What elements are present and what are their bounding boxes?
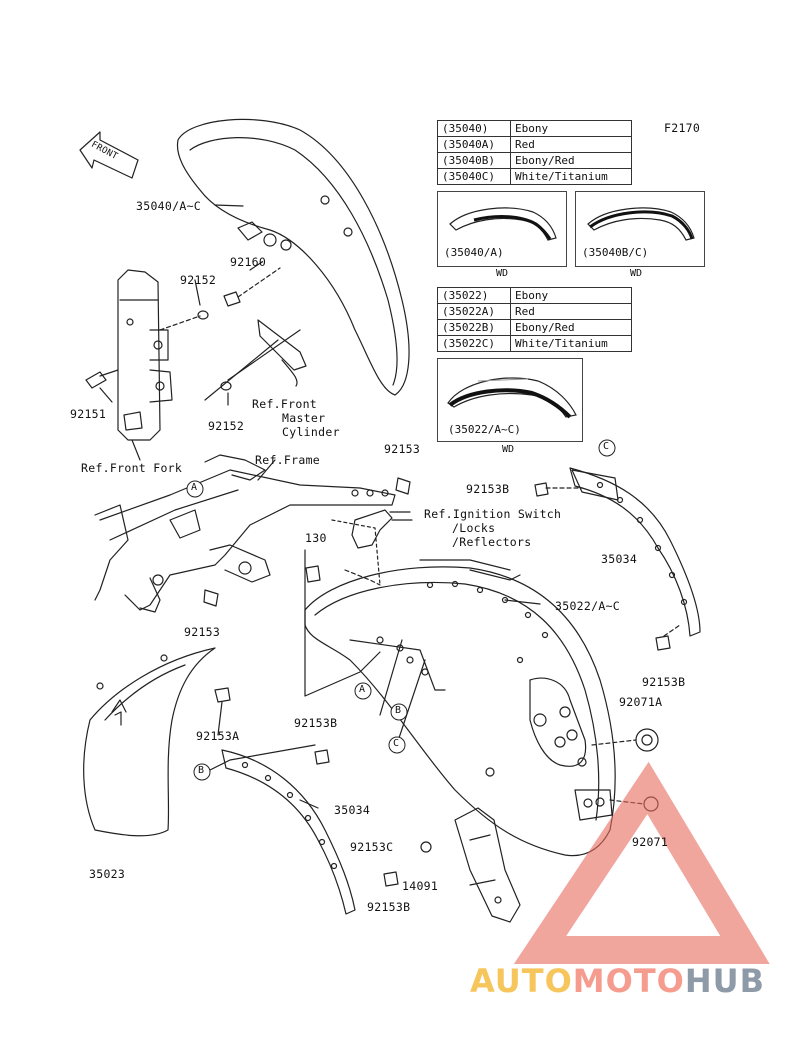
callout-c-top-circle (598, 439, 616, 457)
table-row: (35040C)White/Titanium (437, 168, 632, 185)
variant-box-35040bc: (35040B/C) (575, 191, 705, 267)
part-label-92160: 92160 (230, 255, 267, 269)
part-label-14091: 14091 (402, 879, 439, 893)
washer-nut-drawing (159, 267, 281, 391)
table-row: (35022B)Ebony/Red (437, 319, 632, 336)
watermark-triangle-icon (513, 761, 770, 964)
callout-a: A (191, 482, 198, 493)
bolt-92153-drawing (203, 477, 411, 607)
table-row: (35040A)Red (437, 136, 632, 153)
part-label-130: 130 (305, 531, 327, 545)
front-arrow-icon (79, 131, 139, 179)
variant-note: WD (496, 268, 509, 279)
part-label-92071: 92071 (632, 835, 669, 849)
color-table-35040: (35040)Ebony (35040A)Red (35040B)Ebony/R… (437, 120, 632, 185)
ref-frame: Ref.Frame (255, 453, 321, 467)
front-fork-drawing (117, 269, 173, 441)
table-row: (35040B)Ebony/Red (437, 152, 632, 169)
part-label-92151: 92151 (70, 407, 107, 421)
callout-b: B (198, 765, 205, 776)
part-label-92153c: 92153C (350, 840, 394, 854)
part-label-92153b: 92153B (466, 482, 510, 496)
frame-drawing (94, 454, 396, 613)
part-label-92153: 92153 (184, 625, 221, 639)
callout-a-low-circle (354, 682, 372, 700)
ref-ignition-switch: Ref.Ignition Switch /Locks /Reflectors (424, 507, 562, 549)
part-label-92153b: 92153B (642, 675, 686, 689)
left-strut-drawing (221, 749, 432, 915)
fender-variant-icon (587, 207, 695, 241)
callout-c: C (393, 738, 400, 749)
variant-box-35022: (35022/A~C) (437, 358, 583, 442)
color-table-35022: (35022)Ebony (35022A)Red (35022B)Ebony/R… (437, 287, 632, 352)
part-label-35022: 35022/A~C (555, 599, 621, 613)
part-label-35034: 35034 (334, 803, 371, 817)
ref-front-master-cylinder: Ref.Front Master Cylinder (252, 397, 340, 439)
variant-box-35040a: (35040/A) (437, 191, 567, 267)
part-label-92153b: 92153B (367, 900, 411, 914)
part-label-92153: 92153 (384, 442, 421, 456)
watermark-logo: AUTOMOTOHUB (470, 962, 766, 1000)
variant-note: WD (502, 444, 515, 455)
part-label-92153a: 92153A (196, 729, 240, 743)
callout-a: A (359, 684, 366, 695)
bolt-92151-drawing (85, 369, 119, 389)
callout-c-low-circle (388, 736, 406, 754)
table-row: (35040)Ebony (437, 120, 632, 137)
right-strut-drawing (534, 467, 701, 651)
figure-code: F2170 (664, 121, 701, 135)
fender-variant-icon (449, 207, 557, 241)
callout-b: B (395, 705, 402, 716)
callout-a-top-circle (186, 480, 204, 498)
variant-caption: (35040B/C) (582, 246, 649, 259)
part-label-35040: 35040/A~C (136, 199, 202, 213)
table-row: (35022C)White/Titanium (437, 335, 632, 352)
callout-b-mid-circle (390, 703, 408, 721)
variant-caption: (35040/A) (444, 246, 504, 259)
variant-note: WD (630, 268, 643, 279)
front-fender-drawing (176, 118, 410, 396)
part-label-92152: 92152 (180, 273, 217, 287)
callout-b-low-circle (193, 763, 211, 781)
splash-guard-drawing (454, 807, 521, 923)
ref-front-fork: Ref.Front Fork (81, 461, 183, 475)
part-label-92071a: 92071A (619, 695, 663, 709)
fender-variant-icon (447, 377, 577, 419)
part-label-35034: 35034 (601, 552, 638, 566)
ignition-bracket-drawing (331, 509, 411, 586)
variant-caption: (35022/A~C) (448, 423, 521, 436)
inner-fender-drawing (83, 647, 231, 837)
table-row: (35022A)Red (437, 303, 632, 320)
brake-hose-bracket-drawing (204, 319, 307, 401)
part-label-35023: 35023 (89, 867, 126, 881)
table-row: (35022)Ebony (437, 287, 632, 304)
callout-c: C (603, 441, 610, 452)
part-label-92152: 92152 (208, 419, 245, 433)
part-label-92153b: 92153B (294, 716, 338, 730)
